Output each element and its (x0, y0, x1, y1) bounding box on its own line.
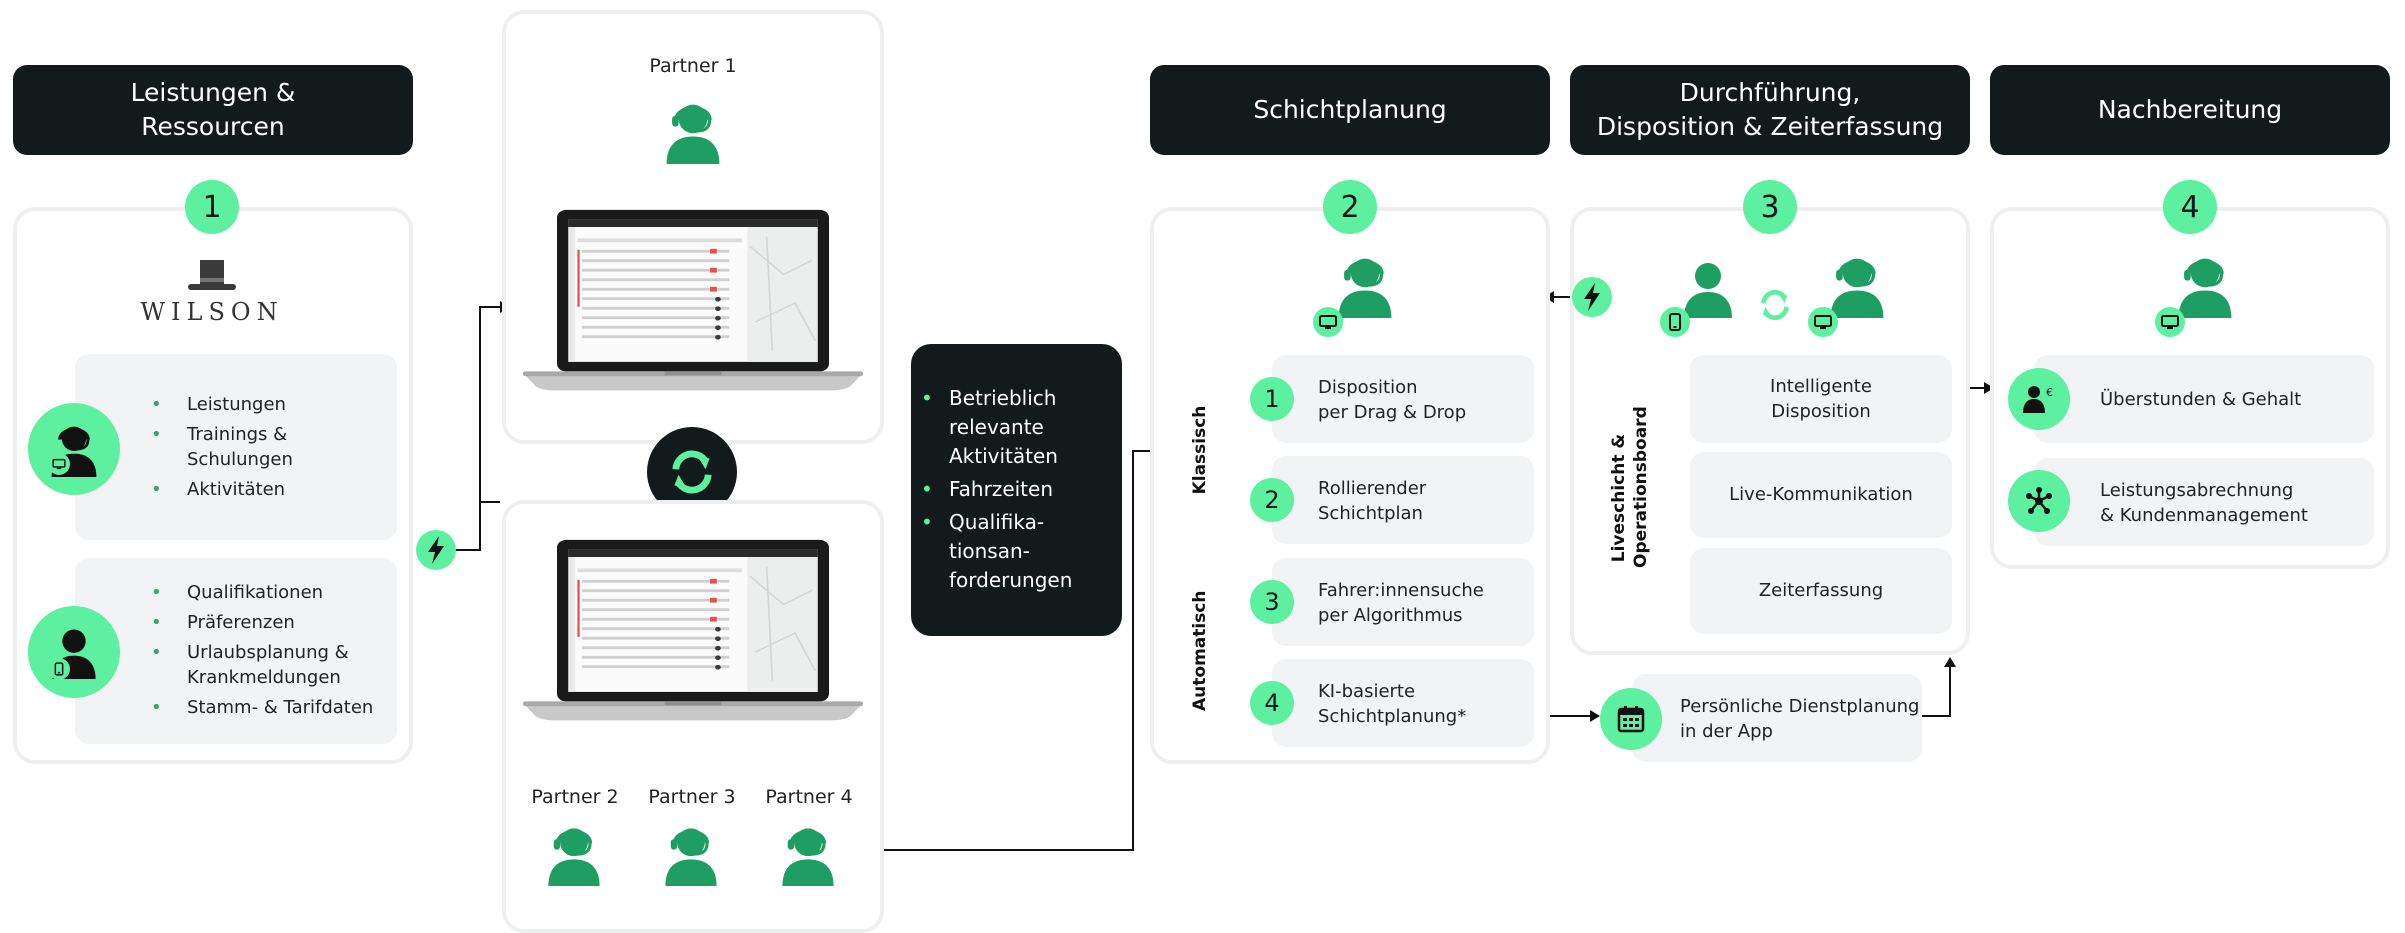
partner-3-label: Partner 3 (648, 786, 736, 808)
planning-step-3: Fahrer:innensuche per Algorithmus (1272, 558, 1534, 646)
execution-item-1: Intelligente Disposition (1690, 355, 1952, 443)
resource-item: Präferenzen (151, 610, 373, 635)
step-badge-1: 1 (185, 180, 239, 234)
person-euro-icon: € (2008, 368, 2070, 430)
followup-item-1: Überstunden & Gehalt (2034, 355, 2374, 443)
planning-step-1: Disposition per Drag & Drop (1272, 355, 1534, 443)
planning-step-text: Fahrer:innensuche per Algorithmus (1318, 580, 1484, 626)
klassisch-label: Klassisch (1190, 405, 1210, 495)
monitor-icon (1808, 307, 1838, 337)
planning-step-num: 1 (1250, 377, 1294, 421)
execution-item-2: Live-Kommunikation (1690, 452, 1952, 538)
execution-item-3: Zeiterfassung (1690, 548, 1952, 634)
planning-step-text: Disposition per Drag & Drop (1318, 377, 1467, 423)
phone-icon (1660, 307, 1690, 337)
app-planning-text: Persönliche Dienstplanung in der App (1680, 696, 1920, 742)
planning-step-4: KI-basierte Schichtplanung* (1272, 659, 1534, 747)
planning-step-num: 3 (1250, 580, 1294, 624)
wilson-logo: WILSON (140, 298, 284, 326)
monitor-icon (1313, 307, 1343, 337)
resource-item: Trainings & Schulungen (151, 422, 293, 472)
automatisch-label: Automatisch (1190, 590, 1210, 711)
resource-item: Aktivitäten (151, 477, 293, 502)
agent-headset-icon (660, 98, 726, 164)
activity-item: Fahrzeiten (911, 475, 1072, 504)
resource-item: Qualifikationen (151, 580, 373, 605)
execution-item-text: Zeiterfassung (1758, 580, 1884, 601)
activities-box: Betrieblich relevante Aktivitäten Fahrze… (911, 344, 1122, 636)
agent-headset-icon (659, 822, 723, 886)
calendar-icon (1600, 688, 1662, 750)
planning-step-2: Rollierender Schichtplan (1272, 456, 1534, 544)
top-hat-icon (188, 258, 236, 294)
followup-item-2: Leistungsabrechnung & Kundenmanagement (2034, 458, 2374, 546)
lightning-icon (1572, 277, 1612, 317)
network-icon (2008, 470, 2070, 532)
header-nachbereitung: Nachbereitung (1990, 65, 2390, 155)
followup-item-text: Überstunden & Gehalt (2100, 389, 2302, 410)
svg-text:€: € (2046, 386, 2053, 399)
liveschicht-label: Liveschicht & Operationsboard (1609, 406, 1651, 568)
monitor-icon (2155, 307, 2185, 337)
planning-step-text: KI-basierte Schichtplanung* (1318, 681, 1467, 727)
lightning-icon (416, 530, 456, 570)
planning-step-num: 4 (1250, 681, 1294, 725)
laptop-icon (523, 208, 863, 398)
resources-group-1: Leistungen Trainings & Schulungen Aktivi… (75, 354, 397, 540)
agent-headset-icon (28, 403, 120, 495)
activity-item: Betrieblich relevante Aktivitäten (911, 384, 1072, 471)
execution-item-text: Live-Kommunikation (1729, 484, 1913, 505)
followup-item-text: Leistungsabrechnung & Kundenmanagement (2100, 480, 2308, 526)
planning-step-text: Rollierender Schichtplan (1318, 478, 1427, 524)
step-badge-2: 2 (1323, 180, 1377, 234)
execution-item-text: Intelligente Disposition (1770, 376, 1872, 422)
partner-1-label: Partner 1 (649, 55, 737, 77)
activity-item: Qualifika- tionsan- forderungen (911, 508, 1072, 595)
planning-step-num: 2 (1250, 478, 1294, 522)
step-badge-4: 4 (2163, 180, 2217, 234)
header-durchfuehrung: Durchführung, Disposition & Zeiterfassun… (1570, 65, 1970, 155)
header-leistungen: Leistungen & Ressourcen (13, 65, 413, 155)
partner-4-label: Partner 4 (765, 786, 853, 808)
header-schichtplanung: Schichtplanung (1150, 65, 1550, 155)
app-planning-box: Persönliche Dienstplanung in der App (1632, 674, 1922, 762)
sync-icon (1756, 286, 1794, 324)
laptop-icon (523, 538, 863, 728)
resource-item: Leistungen (151, 392, 293, 417)
resource-item: Stamm- & Tarifdaten (151, 695, 373, 720)
resources-group-2: Qualifikationen Präferenzen Urlaubsplanu… (75, 558, 397, 744)
resource-item: Urlaubsplanung & Krankmeldungen (151, 640, 373, 690)
step-badge-3: 3 (1743, 180, 1797, 234)
partner-2-label: Partner 2 (531, 786, 619, 808)
person-icon (28, 606, 120, 698)
agent-headset-icon (776, 822, 840, 886)
agent-headset-icon (542, 822, 606, 886)
